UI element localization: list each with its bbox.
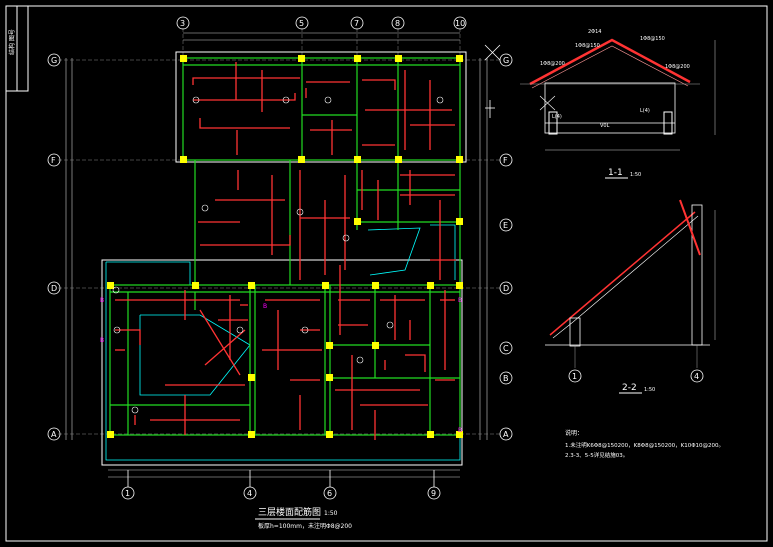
section1-label-0: 2Φ14	[588, 29, 601, 35]
axis-row-c-right: C	[503, 344, 509, 353]
walls	[101, 51, 467, 466]
plan-title: 三层楼面配筋图	[258, 506, 321, 518]
section2-axis-right: 4	[694, 372, 699, 381]
svg-text:B: B	[458, 427, 462, 434]
plan-note: 板厚h=100mm，未注明Φ8@200	[258, 522, 352, 530]
axis-labels-bottom: 1 4 6 9	[125, 489, 436, 498]
rebars	[115, 62, 456, 440]
section2-title: 2-2	[622, 383, 637, 393]
slab-markers: B B B B B	[100, 297, 462, 434]
axis-row-g-left: G	[51, 56, 57, 65]
axis-row-e-right: E	[503, 221, 508, 230]
section2-scale: 1:50	[644, 387, 655, 393]
axis-row-a-left: A	[51, 430, 57, 439]
section-marker	[484, 44, 501, 118]
axis-bottom-6: 6	[327, 489, 332, 498]
axis-row-f-right: F	[503, 156, 508, 165]
axis-labels-left: G F D A	[51, 56, 57, 439]
axis-col-3: 3	[180, 19, 185, 28]
svg-text:B: B	[458, 297, 462, 304]
section-1-1: 2Φ14 1Φ8@150 1Φ8@150 1Φ8@200 1Φ8@200 L(4…	[520, 29, 716, 179]
section1-label-7: V0L	[600, 123, 610, 129]
columns	[107, 55, 463, 438]
axis-bubbles-bottom	[121, 470, 441, 500]
notes-block: 说明： 1.未注明K6Φ8@150200，K8Φ8@150200，K10Φ10@…	[565, 429, 724, 459]
section2-axis-left: 1	[572, 372, 577, 381]
section-2-2: 1 4 2-2 1:50	[545, 199, 716, 394]
beams	[109, 57, 461, 436]
axis-col-8: 8	[395, 19, 400, 28]
axis-lines	[58, 28, 500, 435]
axis-labels-top: 3 5 7 8 10	[180, 19, 465, 28]
side-label: 结构 图号	[8, 29, 16, 55]
axis-col-7: 7	[354, 19, 359, 28]
section1-label-5: L(4)	[552, 114, 562, 120]
svg-text:B: B	[263, 303, 267, 310]
axis-col-5: 5	[299, 19, 304, 28]
section1-scale: 1:50	[630, 172, 641, 178]
axis-bubbles-left	[47, 53, 61, 441]
axis-bottom-1: 1	[125, 489, 130, 498]
section1-label-3: 1Φ8@200	[540, 61, 565, 67]
axis-bottom-4: 4	[247, 489, 252, 498]
axis-row-d-left: D	[51, 284, 57, 293]
section1-label-4: 1Φ8@200	[665, 64, 690, 70]
section1-title: 1-1	[608, 168, 623, 178]
axis-row-d-right: D	[503, 284, 509, 293]
notes-heading: 说明：	[565, 429, 583, 437]
plan-scale: 1:50	[324, 510, 338, 517]
section1-label-6: L(4)	[640, 108, 650, 114]
svg-text:B: B	[100, 297, 104, 304]
notes-line-1: 1.未注明K6Φ8@150200，K8Φ8@150200，K10Φ10@200。	[565, 441, 724, 449]
outer-frame	[5, 5, 768, 542]
dimension-lines	[65, 32, 488, 478]
section1-label-1: 1Φ8@150	[575, 43, 600, 49]
axis-bottom-9: 9	[431, 489, 436, 498]
axis-labels-right: G F E D C B A	[503, 56, 509, 439]
axis-row-b-right: B	[503, 374, 509, 383]
notes-line-2: 2.3-3、5-5详见结施03。	[565, 451, 628, 459]
axis-col-10: 10	[455, 19, 465, 28]
axis-bubbles-top	[176, 16, 467, 30]
svg-text:B: B	[100, 337, 104, 344]
callouts	[112, 96, 444, 414]
axis-row-g-right: G	[503, 56, 509, 65]
axis-row-a-right: A	[503, 430, 509, 439]
section1-label-2: 1Φ8@150	[640, 36, 665, 42]
axis-bubbles-right	[499, 53, 513, 441]
axis-row-f-left: F	[51, 156, 56, 165]
